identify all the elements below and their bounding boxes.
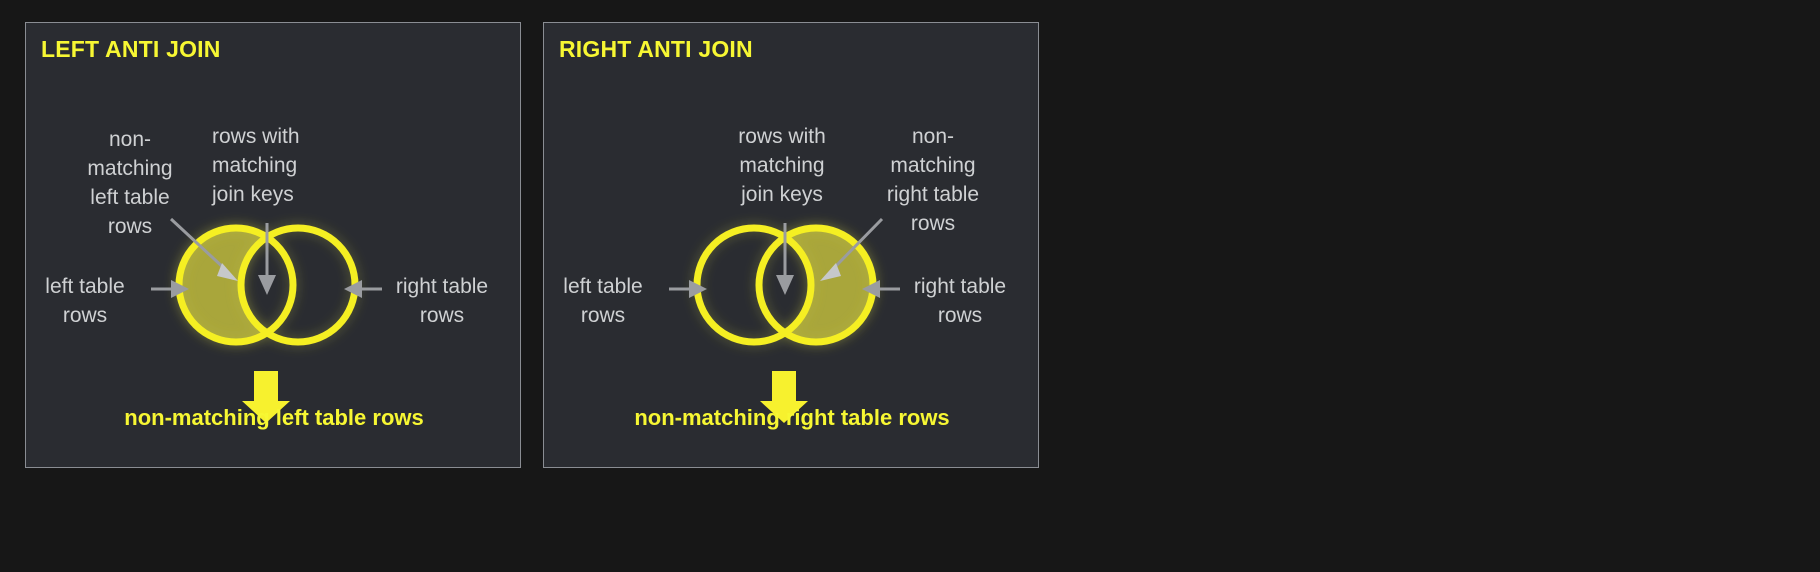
note-non-matching-left-table-rows: non- matching left table rows: [87, 128, 173, 238]
note-rows-with-matching-join-keys: rows with matching join keys: [738, 125, 826, 206]
venn-circle-left: [693, 224, 815, 346]
leader-line-matching-keys: [258, 223, 276, 295]
venn-fill-left-only: [179, 228, 293, 342]
panel-left-anti-join: LEFT ANTI JOIN: [25, 22, 521, 468]
note-right-table-rows: right table rows: [395, 275, 489, 327]
venn-svg: [151, 217, 382, 423]
note-left-table-rows: left table rows: [563, 275, 643, 327]
leader-line-matching-keys: [776, 223, 794, 295]
panel-title: LEFT ANTI JOIN: [41, 36, 221, 62]
note-non-matching-right-table-rows: non- matching right table rows: [886, 125, 980, 235]
note-left-table-rows: left table rows: [45, 275, 125, 327]
note-right-table-rows: right table rows: [913, 275, 1007, 327]
venn-diagram-right: [544, 23, 1040, 469]
panel-caption: non-matching left table rows: [124, 405, 424, 430]
note-rows-with-matching-join-keys: rows with matching join keys: [212, 125, 300, 206]
arrow-left-table-rows: [151, 280, 189, 298]
venn-diagram-left: [26, 23, 522, 469]
venn-circle-right: [237, 224, 359, 346]
arrow-left-table-rows: [669, 280, 707, 298]
venn-circle-left: [175, 224, 297, 346]
venn-svg: [669, 217, 900, 423]
panel-right-anti-join: RIGHT ANTI JOIN: [543, 22, 1039, 468]
panel-title: RIGHT ANTI JOIN: [559, 36, 753, 62]
venn-fill-right-only: [759, 228, 873, 342]
panel-caption: non-matching right table rows: [634, 405, 950, 430]
venn-circle-right: [755, 224, 877, 346]
